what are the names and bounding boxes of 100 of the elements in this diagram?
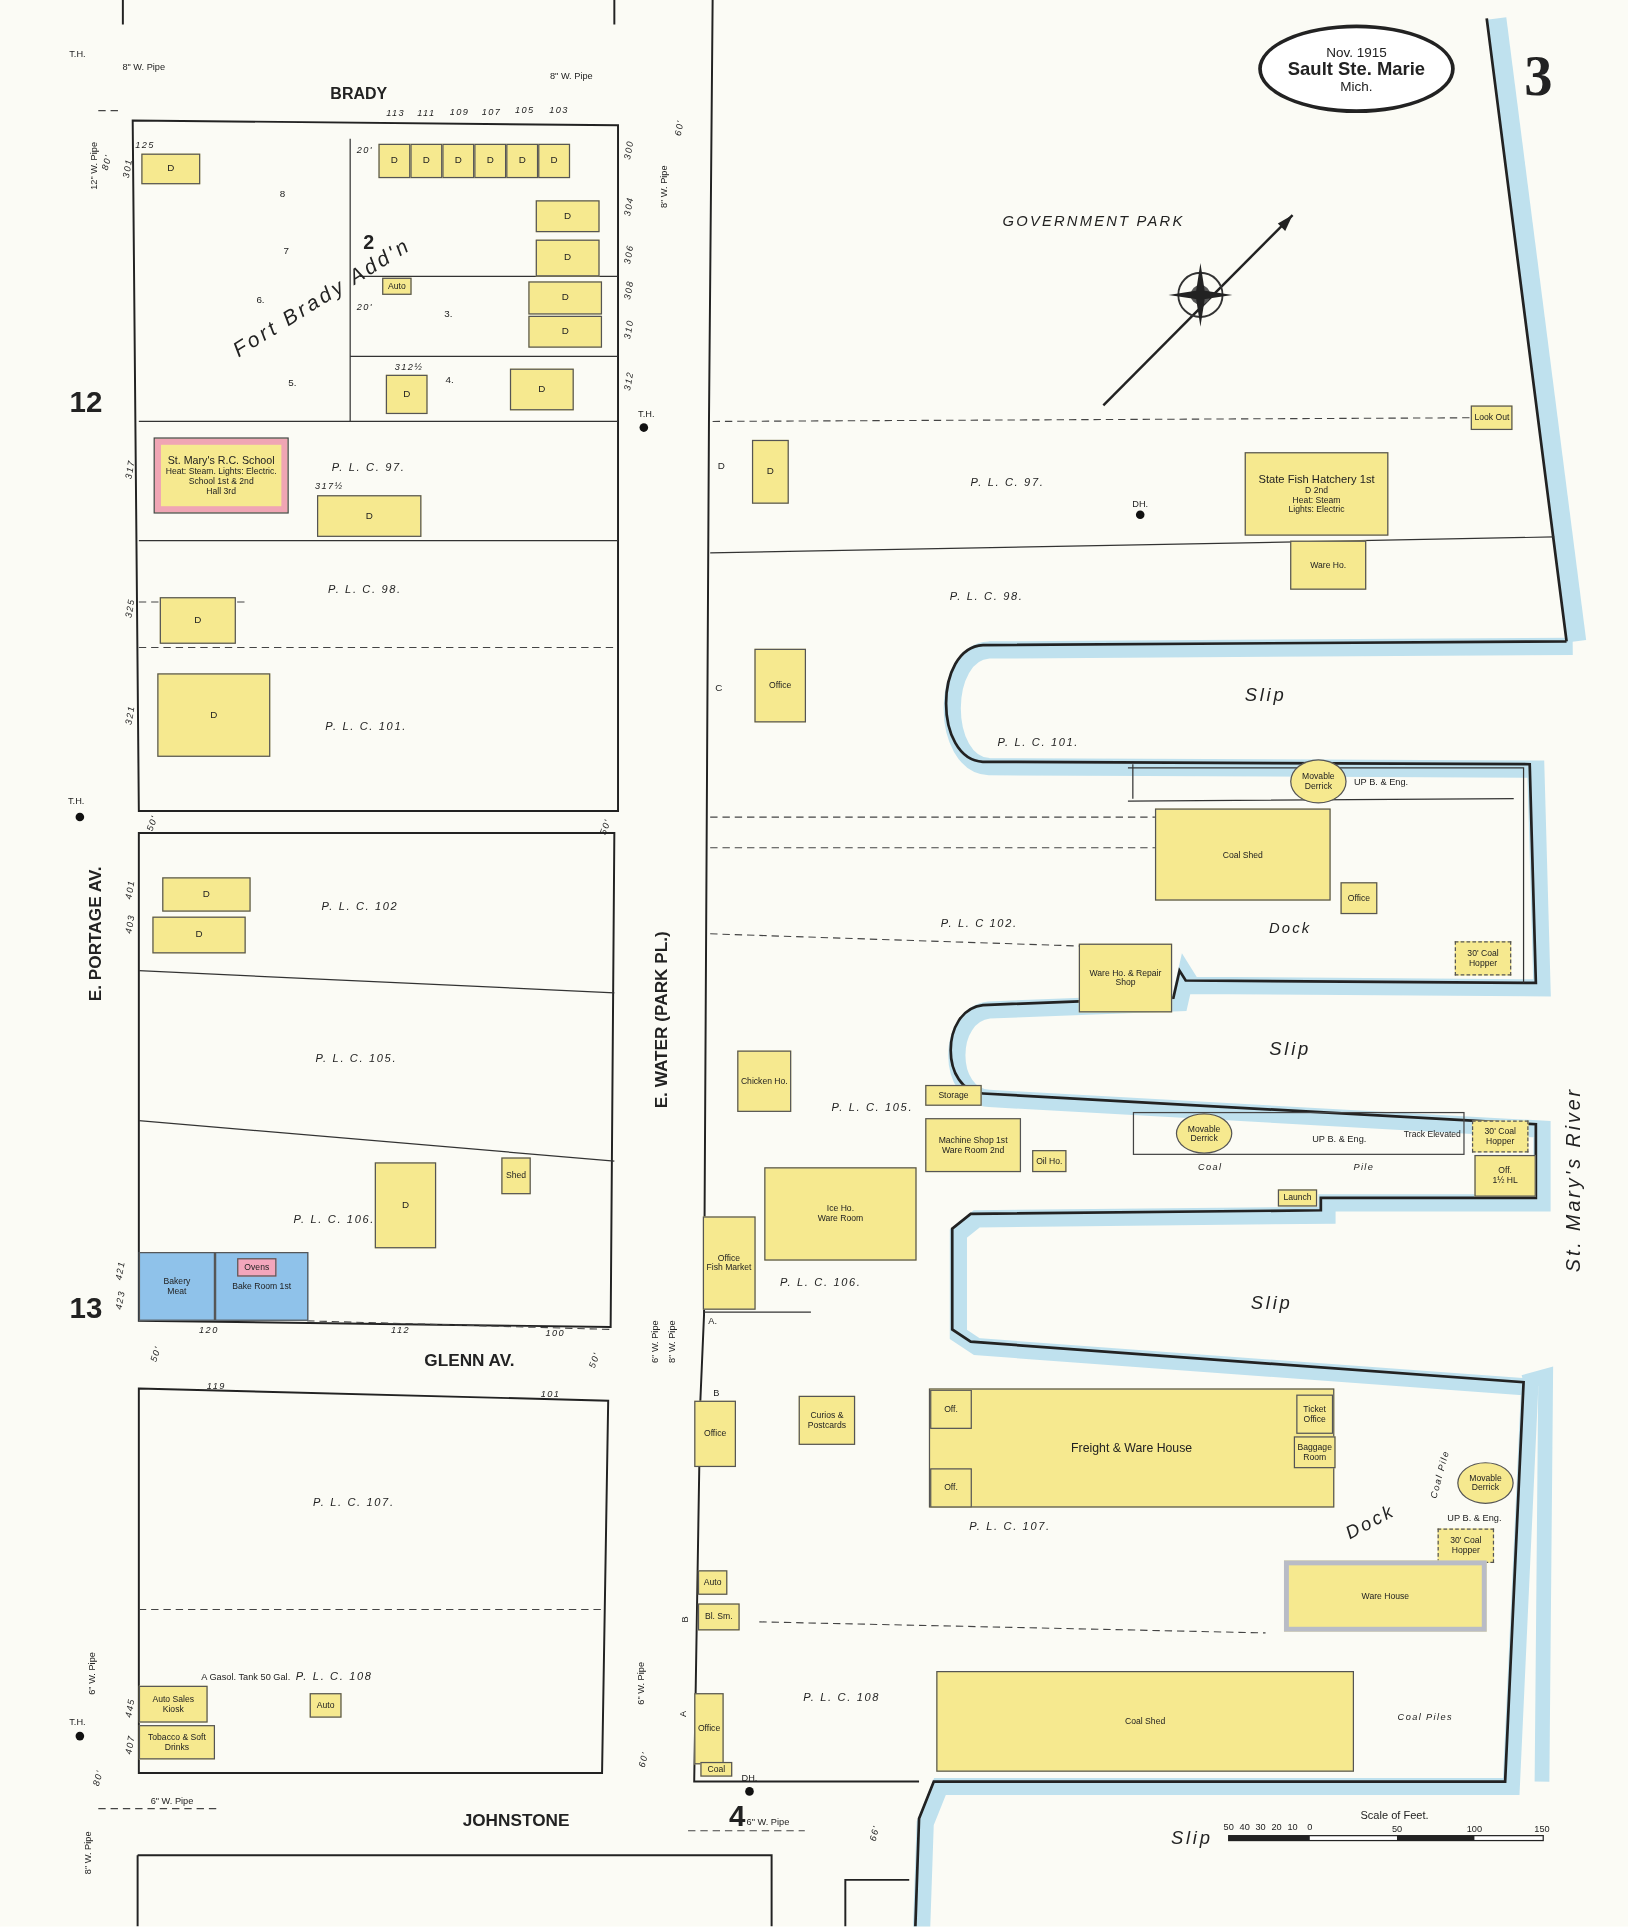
dimension-label: 66' — [868, 1824, 882, 1843]
building-label: Office — [703, 1429, 727, 1439]
building-label: Heat: Steam. Lights: Electric. — [165, 467, 277, 477]
building-footprint — [309, 1693, 342, 1718]
address-number: 113 — [386, 108, 406, 118]
lot-label: P. L. C. 105. — [315, 1053, 398, 1065]
address-number: 421 — [114, 1260, 127, 1281]
address-number: 109 — [449, 107, 470, 117]
building-label: Launch — [1283, 1193, 1312, 1203]
lot-label: P. L. C. 107. — [313, 1497, 395, 1509]
building-label: Look Out — [1474, 413, 1510, 423]
building-label: Ice Ho. — [826, 1204, 855, 1214]
lot-label: P. L. C. 98. — [328, 584, 402, 596]
address-number: 105 — [514, 105, 535, 116]
building-label: Bakery — [163, 1277, 191, 1287]
store-building — [215, 1252, 309, 1321]
lot-label: P. L. C. 101. — [997, 737, 1080, 749]
scale-number: 20 — [1271, 1822, 1282, 1832]
elevated-track — [1132, 1111, 1465, 1155]
building-label: D — [454, 155, 462, 167]
lot-label: P. L. C. 97. — [331, 462, 406, 474]
address-number: 312 — [622, 370, 636, 392]
pipe-label: 6" W. Pipe — [650, 1320, 660, 1364]
building-label: Ware Room — [817, 1213, 864, 1224]
address-number: 100 — [545, 1328, 566, 1338]
pipe-label: 8" W. Pipe — [83, 1831, 94, 1875]
note-text: A Gasol. Tank 50 Gal. — [201, 1672, 291, 1682]
pipe-label: 8" W. Pipe — [660, 165, 670, 209]
building-footprint — [374, 1162, 437, 1249]
lot-label: P. L. C. 98. — [949, 591, 1024, 603]
building-label: D — [486, 155, 494, 167]
building-label: D — [403, 389, 411, 400]
building-label: Off. — [1498, 1166, 1512, 1176]
building-label: Bl. Sm. — [704, 1612, 733, 1622]
address-number: 301 — [121, 157, 134, 179]
building-footprint — [157, 673, 271, 757]
building-label: 30' Coal Hopper — [1466, 948, 1500, 968]
scale-number: 150 — [1534, 1824, 1550, 1835]
lot-label: P. L. C. 97. — [970, 477, 1045, 489]
building-label: Coal Shed — [1125, 1716, 1166, 1727]
address-number: 310 — [622, 318, 636, 340]
building-footprint — [1474, 1154, 1536, 1197]
building-label: D — [401, 1199, 409, 1211]
building-label: D 2nd — [1305, 485, 1328, 496]
water-label: Slip — [1170, 1827, 1213, 1847]
building-label: Hall 3rd — [206, 486, 236, 496]
building-label: Auto Sales Kiosk — [151, 1694, 196, 1714]
building-footprint — [694, 1693, 724, 1765]
building-label: D — [561, 292, 569, 304]
address-number: 306 — [622, 243, 636, 265]
building-label: Movable Derrick — [1301, 772, 1336, 791]
title-text: Sault Ste. Marie — [1287, 58, 1426, 79]
address-number: 317½ — [315, 481, 344, 492]
building-footprint — [930, 1389, 972, 1429]
building-label: D — [550, 155, 558, 167]
building-footprint — [930, 1468, 972, 1508]
building-label: Auto — [703, 1577, 722, 1588]
building-label: Coal — [707, 1764, 726, 1774]
alley-letter: C — [715, 683, 723, 693]
building-label: Machine Shop 1st — [938, 1135, 1008, 1146]
lot-number: 7 — [283, 246, 289, 257]
pipe-label: 6" W. Pipe — [150, 1796, 194, 1806]
oven-room — [237, 1258, 277, 1277]
dimension-label: 60' — [637, 1750, 651, 1769]
building-footprint — [159, 597, 236, 644]
address-number: 107 — [481, 107, 502, 117]
pipe-label: 8" W. Pipe — [667, 1320, 677, 1364]
building-footprint — [506, 143, 539, 179]
sheet-number: 3 — [1524, 47, 1553, 105]
building-label: 30' Coal Hopper — [1483, 1127, 1517, 1146]
building-footprint — [378, 143, 411, 179]
building-label: Coal Shed — [1222, 849, 1263, 860]
address-number: 445 — [124, 1697, 137, 1719]
building-footprint — [925, 1084, 982, 1106]
building-label: State Fish Hatchery 1st — [1258, 473, 1375, 486]
building-label: Heat: Steam — [1292, 495, 1341, 505]
hydrant-label: T.H. — [638, 409, 655, 419]
building-label: D — [564, 252, 572, 264]
pipe-label: 12" W. Pipe — [90, 141, 100, 190]
building-footprint — [385, 374, 428, 415]
alley-letter: B — [681, 1616, 691, 1623]
title-text: Mich. — [1340, 78, 1373, 94]
sheet-reference: 13 — [69, 1293, 103, 1324]
building-footprint — [697, 1603, 740, 1631]
lot-number: 6. — [256, 296, 265, 306]
alley-letter: D — [717, 462, 725, 472]
building-label: Office — [697, 1724, 721, 1734]
building-label: Bake Room 1st — [232, 1281, 292, 1292]
building-label: Ware Ho. — [1310, 560, 1347, 570]
pipe-label: 6" W. Pipe — [746, 1817, 790, 1827]
building-footprint — [700, 1761, 733, 1777]
derrick-footprint — [1457, 1462, 1514, 1504]
lot-number: 4. — [445, 376, 454, 386]
address-number: 423 — [114, 1289, 127, 1311]
scale-label: Scale of Feet. — [1360, 1810, 1429, 1822]
building-label: Office — [717, 1253, 741, 1263]
address-number: 401 — [124, 879, 137, 900]
address-number: 111 — [417, 108, 436, 118]
lot-number: 5. — [288, 378, 297, 389]
building-footprint — [694, 1400, 736, 1468]
